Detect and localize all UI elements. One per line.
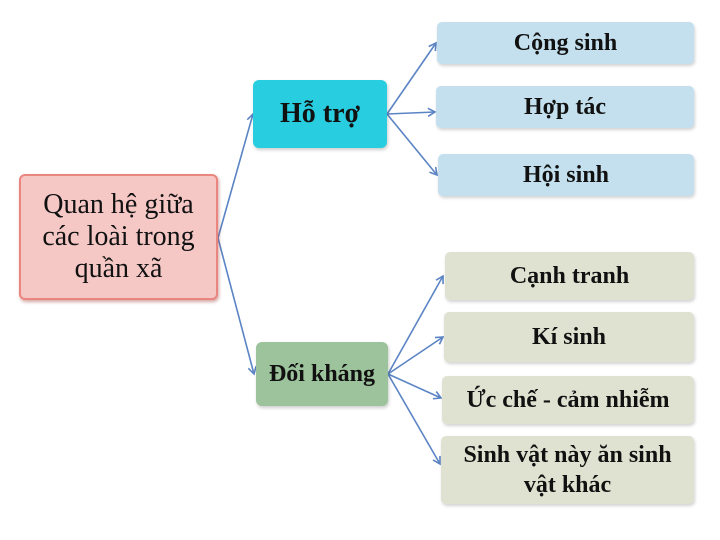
leaf-hoi-sinh: Hội sinh [438, 154, 694, 196]
leaf-label: Cạnh tranh [509, 263, 630, 289]
leaf-label: Kí sinh [531, 324, 607, 350]
branch-oppose-label: Đối kháng [268, 360, 376, 387]
arrow-root-to-oppose [217, 237, 257, 376]
leaf-label: Sinh vật này ăn sinh vật khác [463, 442, 672, 498]
arrow-root-to-support [217, 112, 256, 239]
leaf-label: Hợp tác [524, 94, 606, 120]
leaf-label: Ức chế - cảm nhiễm [466, 387, 670, 413]
leaf-ki-sinh: Kí sinh [444, 312, 694, 362]
leaf-label: Hội sinh [522, 162, 610, 188]
leaf-cong-sinh: Cộng sinh [437, 22, 694, 64]
leaf-canh-tranh: Cạnh tranh [445, 252, 694, 300]
arrow-oppose-to-ki-sinh [387, 336, 445, 375]
root-label: Quan hệ giữa các loài trong quần xã [42, 189, 195, 284]
arrow-support-to-cong-sinh [386, 41, 437, 115]
leaf-hop-tac: Hợp tác [436, 86, 694, 128]
leaf-uc-che-cam-nhiem: Ức chế - cảm nhiễm [442, 376, 694, 424]
arrow-support-to-hoi-sinh [386, 113, 439, 177]
leaf-sinh-vat-an-sinh-vat: Sinh vật này ăn sinh vật khác [441, 436, 694, 504]
branch-support-node: Hỗ trợ [253, 80, 387, 148]
arrow-support-to-hop-tac [386, 107, 437, 117]
arrow-oppose-to-sinh-vat-an [387, 373, 441, 466]
arrow-oppose-to-uc-che [387, 373, 443, 400]
arrow-oppose-to-canh-tranh [387, 274, 444, 375]
leaf-label: Cộng sinh [513, 30, 618, 56]
branch-oppose-node: Đối kháng [256, 342, 388, 406]
branch-support-label: Hỗ trợ [279, 98, 361, 129]
root-node: Quan hệ giữa các loài trong quần xã [19, 174, 218, 300]
